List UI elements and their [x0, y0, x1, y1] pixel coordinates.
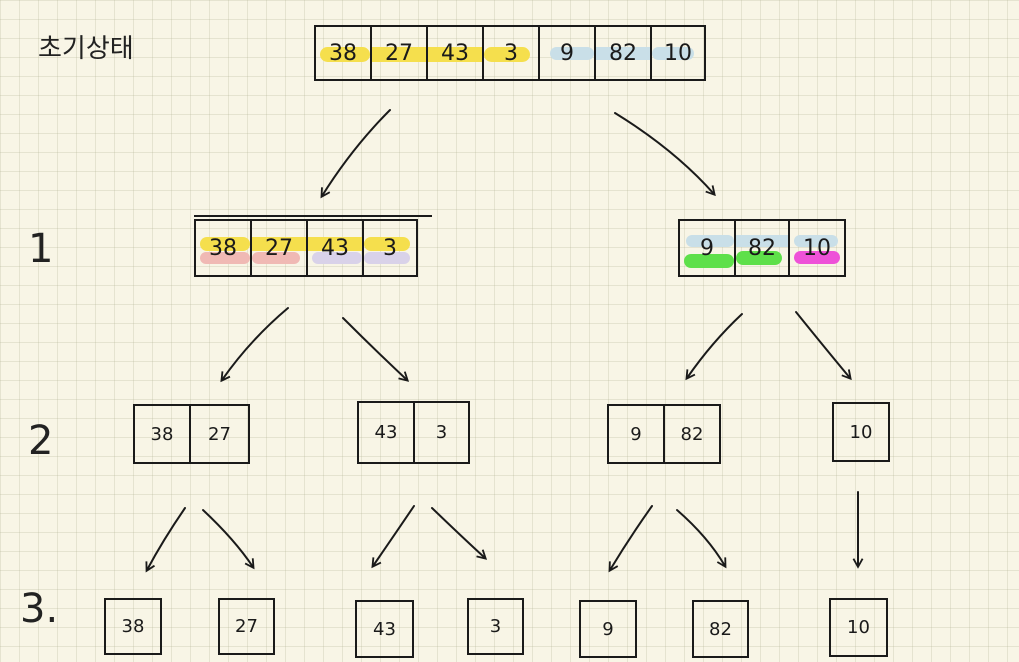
root-cell: 27 [372, 27, 428, 79]
arrow-l2-d [431, 507, 485, 558]
level-label-1: 1 [28, 226, 54, 272]
highlight-magenta [794, 251, 840, 264]
highlight-pink [200, 252, 250, 264]
level3-cell: 38 [121, 616, 145, 637]
level3-cell: 10 [847, 617, 870, 638]
level3-box: 9 [579, 600, 637, 658]
arrow-l1-right-a [687, 313, 743, 378]
highlight-green [736, 251, 782, 265]
level1-cell: 10 [790, 221, 844, 275]
highlight-lavender [364, 252, 410, 264]
level3-cell: 9 [602, 618, 614, 640]
arrow-l2-f [676, 509, 725, 566]
arrow-l1-left-a [222, 307, 289, 380]
highlight-pink [252, 252, 300, 264]
highlight-blue [794, 235, 838, 247]
level1-cell: 43 [308, 221, 364, 275]
level3-box: 3 [467, 598, 524, 655]
level3-cell: 27 [235, 616, 258, 637]
level-label-2: 2 [28, 418, 54, 464]
root-cell: 43 [428, 27, 484, 79]
overdrawn-line [194, 215, 432, 217]
arrow-root-right [614, 112, 714, 194]
highlight-yellow [308, 237, 362, 251]
level3-cell: 43 [373, 618, 396, 640]
highlight-yellow [372, 47, 426, 62]
level1-cell: 82 [736, 221, 790, 275]
level3-box: 38 [104, 598, 162, 655]
highlight-yellow [320, 47, 370, 62]
level3-box: 43 [355, 600, 414, 658]
level2-array-2: 43 3 [357, 401, 470, 464]
level2-cell: 82 [680, 423, 704, 445]
highlight-blue [596, 47, 650, 60]
highlight-yellow [364, 237, 410, 251]
root-cell: 82 [596, 27, 652, 79]
root-cell: 10 [652, 27, 704, 79]
arrow-l2-c [373, 505, 415, 566]
level-label-3: 3. [20, 586, 59, 632]
highlight-green [684, 254, 734, 268]
arrow-l2-e [610, 505, 653, 570]
level1-right-array: 9 82 10 [678, 219, 846, 277]
level1-cell: 9 [680, 221, 736, 275]
arrow-root-left [322, 109, 391, 196]
highlight-yellow [428, 47, 482, 62]
level1-cell: 3 [364, 221, 416, 275]
level3-cell: 82 [709, 618, 732, 640]
arrow-l2-a [147, 507, 186, 570]
root-array: 38 27 43 3 9 82 10 [314, 25, 706, 81]
level2-array-4: 10 [832, 402, 890, 462]
level1-cell: 38 [196, 221, 252, 275]
level1-left-array: 38 27 43 3 [194, 219, 418, 277]
highlight-blue [652, 47, 694, 60]
highlight-lavender [312, 252, 362, 264]
arrow-l1-right-b [795, 311, 850, 378]
level2-array-3: 9 82 [607, 404, 721, 464]
highlight-blue [686, 235, 734, 247]
root-cell: 3 [484, 27, 540, 79]
root-cell: 38 [316, 27, 372, 79]
level1-cell: 27 [252, 221, 308, 275]
highlight-yellow [484, 47, 530, 62]
level2-cell: 9 [609, 406, 665, 462]
root-cell: 9 [540, 27, 596, 79]
arrow-l2-b [202, 509, 253, 567]
arrow-l1-left-b [342, 317, 407, 380]
highlight-blue [736, 235, 788, 247]
level2-cell: 3 [435, 422, 448, 443]
level2-cell: 38 [135, 406, 191, 462]
highlight-yellow [200, 237, 250, 251]
level3-box: 27 [218, 598, 275, 655]
highlight-yellow [252, 237, 306, 251]
level2-cell: 27 [208, 423, 231, 445]
level3-cell: 3 [489, 616, 502, 637]
level3-box: 10 [829, 598, 888, 657]
level2-cell: 43 [359, 403, 415, 462]
highlight-blue [550, 47, 594, 60]
level2-cell: 10 [849, 421, 873, 443]
level2-array-1: 38 27 [133, 404, 250, 464]
level3-box: 82 [692, 600, 749, 658]
title-label: 초기상태 [38, 34, 134, 64]
